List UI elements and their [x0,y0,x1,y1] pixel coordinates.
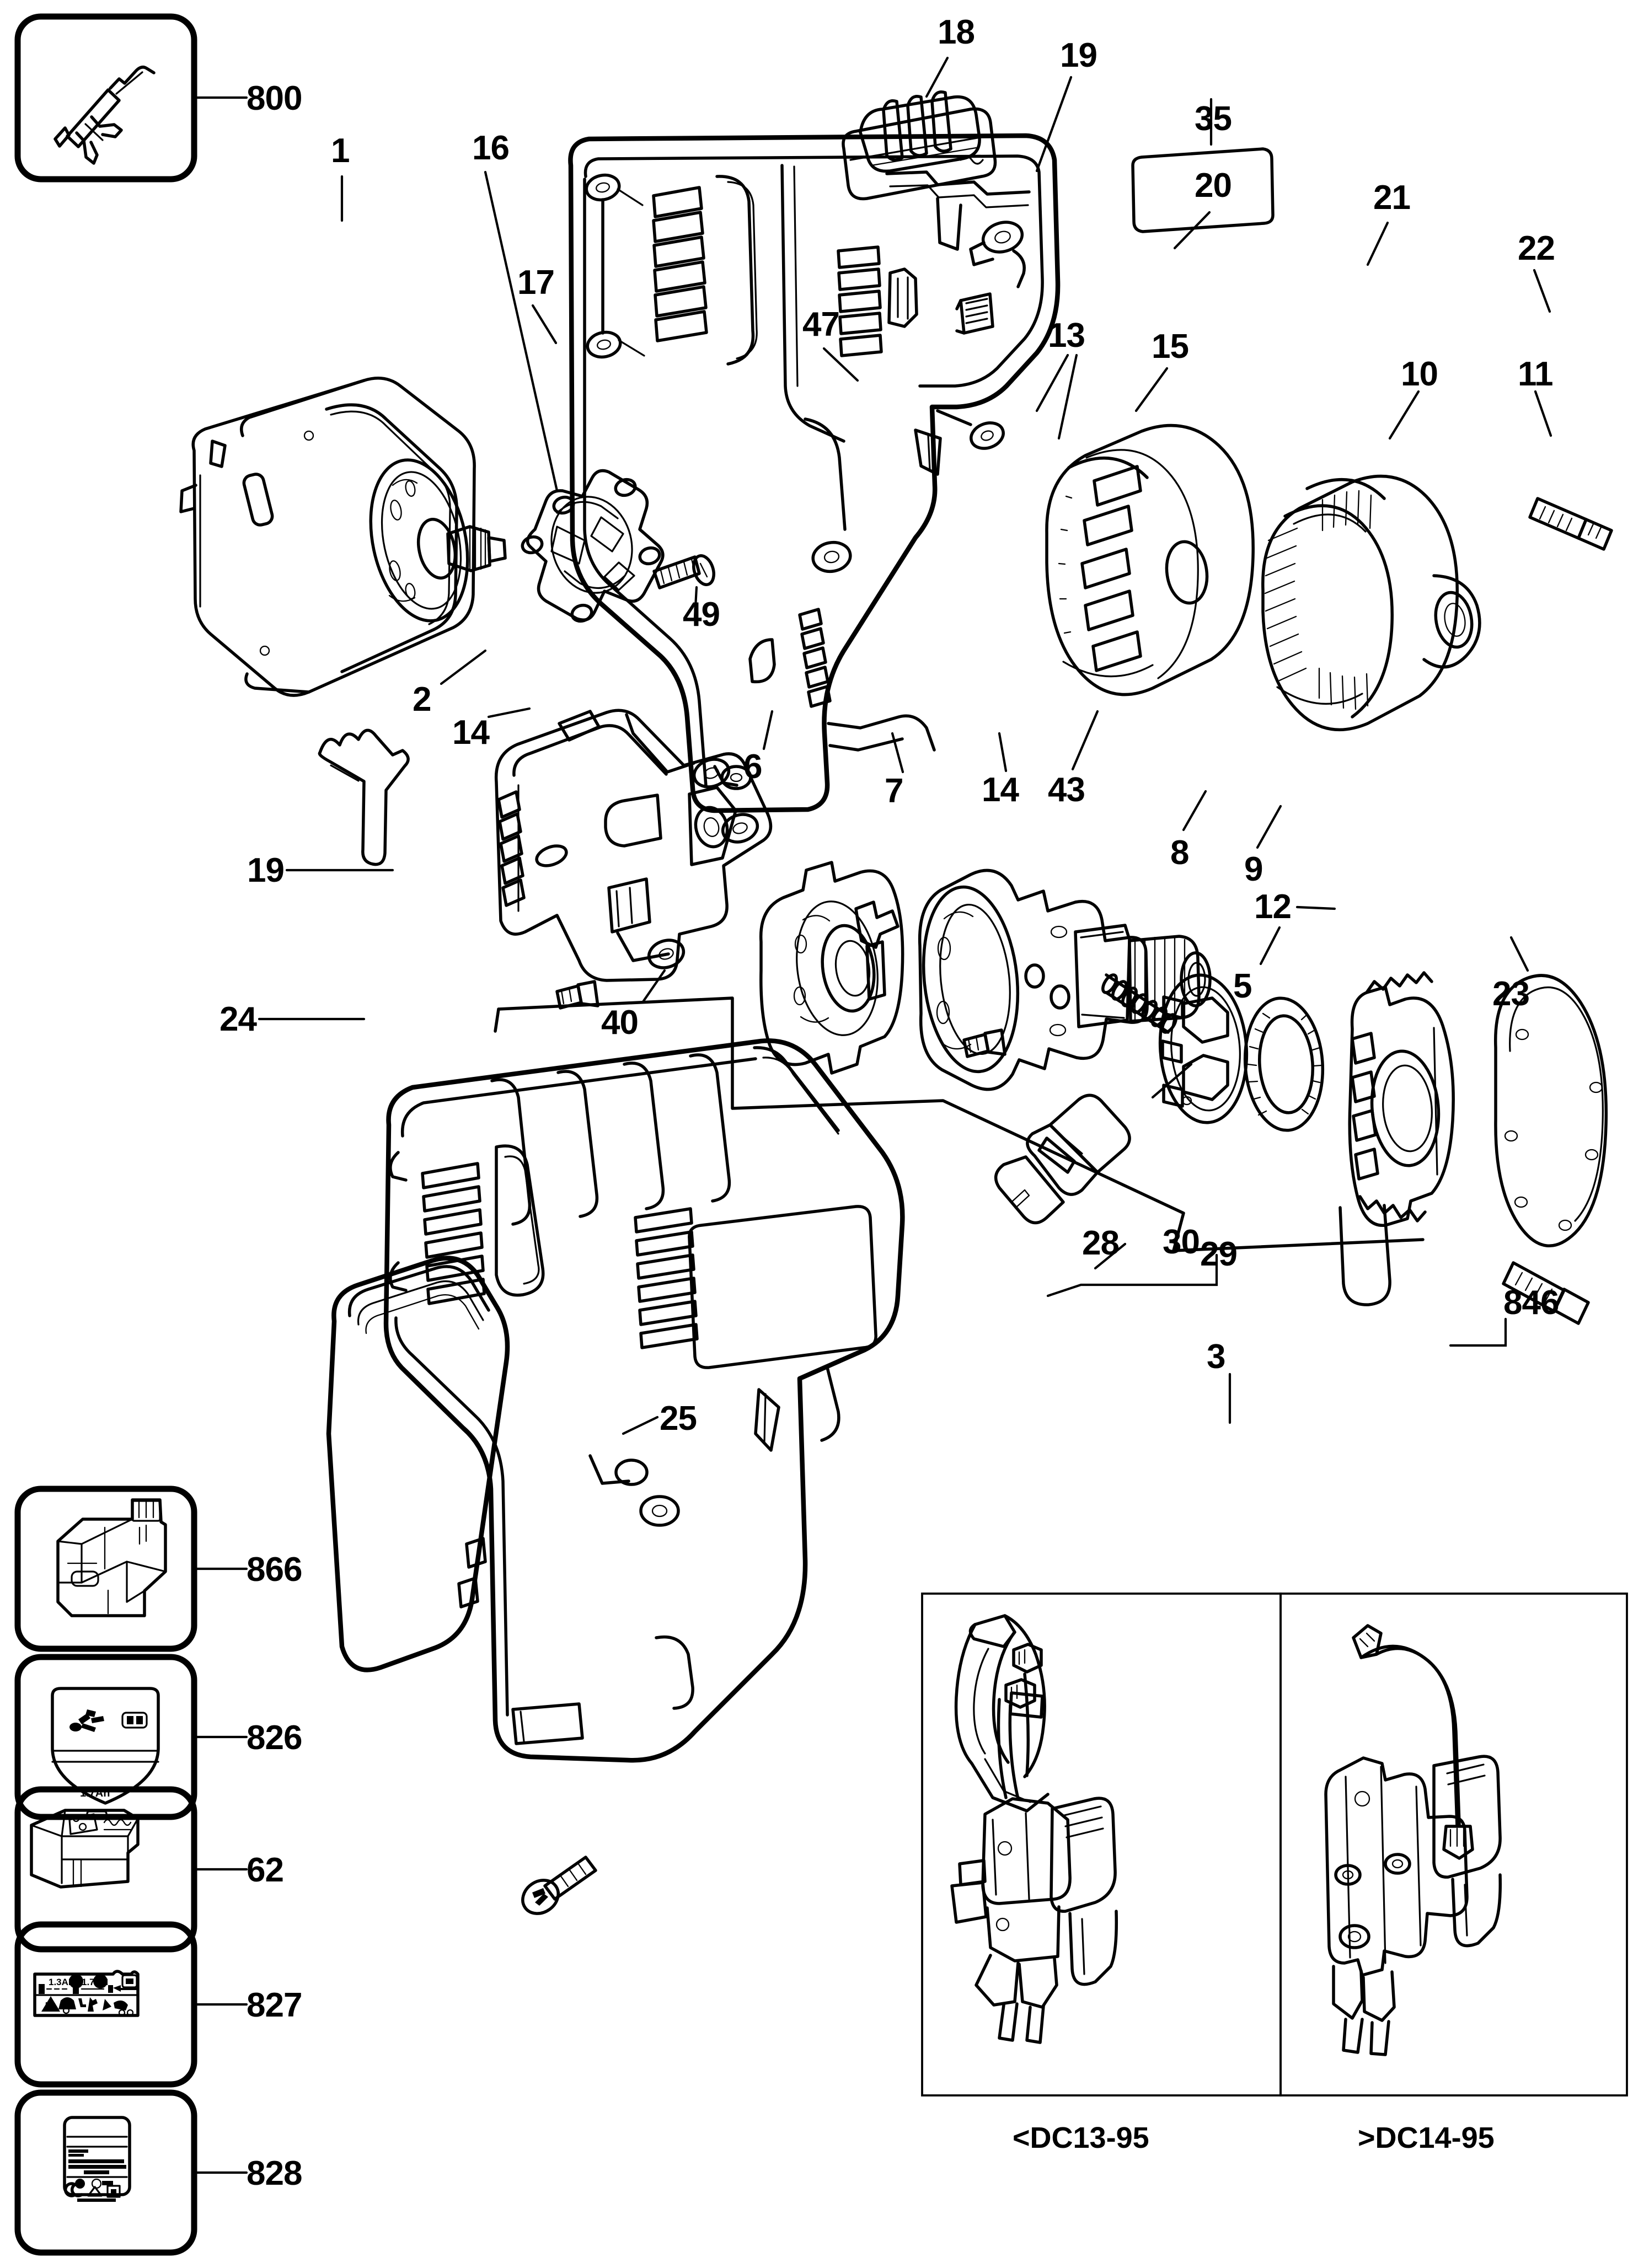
callout-30: 30 [1163,1223,1200,1261]
inset-panel-dc13 [921,1593,1282,2097]
callout-35: 35 [1195,100,1232,138]
part-25-handle-screw [521,1856,597,1915]
callout-828: 828 [247,2154,302,2192]
charger-icon [30,1809,140,1889]
part-21-keyless-chuck [1261,474,1481,732]
part-49-screw [652,554,715,589]
part-18-forward-reverse-switch [842,90,997,201]
callout-866: 866 [247,1551,302,1589]
callout-47: 47 [802,305,840,344]
callout-43: 43 [1048,771,1085,809]
callout-18: 18 [938,13,975,51]
callout-20: 20 [1195,167,1232,205]
part-12-u-wire-clip [1338,1204,1391,1306]
part-16-motor-end-plate [521,469,665,623]
accessory-box-828 [14,2089,248,2256]
callout-10: 10 [1401,355,1438,393]
callout-62: 62 [247,1851,284,1889]
part-19-housing-upper [568,133,1061,813]
label-827-cap-1: 1.3AH [49,1977,76,1987]
part-7-output-carrier [918,868,1212,1091]
callout-14b: 14 [982,771,1019,809]
accessory-box-866 [14,1486,248,1652]
callout-9: 9 [1244,850,1263,888]
part-10-ring-gear [1348,971,1455,1227]
callout-15: 15 [1152,328,1189,366]
callout-3: 3 [1207,1338,1225,1376]
callout-19-upper: 19 [1060,36,1097,74]
callout-21: 21 [1373,179,1411,217]
part-13-ball-2 [1050,984,1070,1010]
callout-29: 29 [1200,1235,1238,1273]
callout-19-lower: 19 [247,851,285,889]
callout-11: 11 [1518,355,1554,393]
callout-23: 23 [1492,975,1530,1013]
accessory-box-800 [14,13,248,183]
label-827-cap-2: 1.7AH [82,1977,109,1987]
callout-16: 16 [472,129,510,167]
callout-7: 7 [885,772,903,810]
part-23-long-screw [1502,1261,1590,1325]
part-35-nameplate [1131,147,1275,233]
callout-8: 8 [1170,834,1189,872]
part-13-ball-1 [1024,963,1045,989]
callout-24: 24 [219,1000,257,1038]
warning-label-icon [33,1970,140,2017]
callout-12: 12 [1254,888,1292,926]
callout-800: 800 [247,79,302,117]
callout-22: 22 [1518,229,1555,267]
part-24-handle-cover [326,1256,510,1672]
part-30-belt-hook-connector [994,1093,1131,1225]
part-11-gearcase-gasket [1493,974,1608,1247]
part-22-chuck-screw [1528,497,1613,551]
callout-846: 846 [1503,1284,1559,1322]
part-40-housing-label [688,1205,877,1369]
callout-2: 2 [413,680,431,719]
callout-17: 17 [517,264,555,302]
label-826-capacity: 1.7Ah [80,1787,110,1799]
battery-pack-icon [56,1498,167,1617]
part-20-torque-collar [1045,423,1255,696]
part-47-detent-key [854,900,900,949]
caption-dc13: <DC13-95 [1013,2121,1149,2154]
inset-panel-dc14 [1279,1593,1628,2097]
callout-826: 826 [247,1719,302,1757]
accessory-box-827 [14,1921,248,2088]
part-1-motor [179,377,507,697]
battery-label-icon [51,1687,160,1805]
part-6-planet-carrier-first [759,861,904,1075]
callout-1: 1 [331,132,350,170]
grease-gun-icon [53,66,156,165]
callout-25: 25 [660,1400,697,1438]
rating-plate-icon [63,2116,131,2202]
callout-14a: 14 [452,714,490,752]
leader-lines [258,56,1552,1435]
callout-6: 6 [743,748,762,786]
callout-827: 827 [247,1986,302,2024]
callout-28: 28 [1082,1224,1120,1262]
part-17-wire-clip [318,728,410,866]
callout-5: 5 [1233,967,1252,1005]
part-9-clutch-washer [1243,996,1325,1132]
callout-40: 40 [601,1004,639,1042]
part-5-gear-case-bracket [494,996,1425,1252]
caption-dc14: >DC14-95 [1358,2121,1495,2154]
callout-49: 49 [683,596,720,634]
accessory-box-62 [14,1786,248,1953]
callout-13: 13 [1048,317,1085,355]
part-19-housing-lower [383,1038,905,1763]
accessory-box-826 [14,1654,248,1820]
part-2-gearbox-housing [494,709,773,982]
